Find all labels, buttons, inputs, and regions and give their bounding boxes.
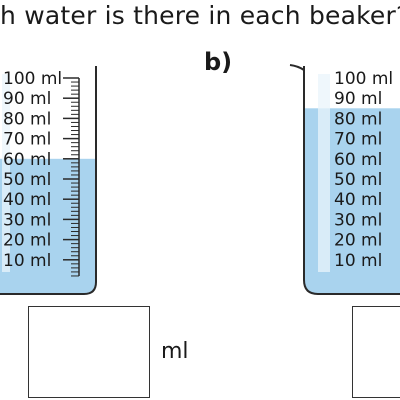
beaker-b-outline [303, 66, 400, 295]
beaker-b-highlight [318, 74, 330, 272]
beaker-a-highlight [2, 74, 10, 272]
beaker-a-tick-label: 80 ml [3, 109, 51, 129]
beaker-b-lip [289, 64, 305, 71]
beaker-a-tick-label: 70 ml [3, 130, 51, 150]
answer-box-b[interactable] [352, 306, 400, 398]
beaker-b-tick-label: 30 ml [334, 210, 382, 230]
beaker-a-tick-label: 30 ml [3, 210, 51, 230]
beaker-a-tick-label: 40 ml [3, 190, 51, 210]
beaker-b-tick-label: 80 ml [334, 109, 382, 129]
beaker-a-tick-label: 60 ml [3, 150, 51, 170]
beaker-b-tick-label: 60 ml [334, 150, 382, 170]
answer-box-a[interactable] [28, 306, 150, 398]
beaker-b-tick-label: 40 ml [334, 190, 382, 210]
beaker-a-tick-label: 10 ml [3, 251, 51, 271]
beaker-b-tick-label: 70 ml [334, 130, 382, 150]
question-text: h water is there in each beaker? [0, 1, 400, 30]
beaker-a-tick-label: 50 ml [3, 170, 51, 190]
beaker-b-tick-label: 90 ml [334, 89, 382, 109]
beaker-a-outline [0, 66, 97, 295]
beaker-b-tick-label: 10 ml [334, 251, 382, 271]
unit-label-a: ml [161, 339, 189, 364]
beaker-a-tick-label: 100 ml [3, 69, 62, 89]
beaker-a-water [0, 158, 96, 294]
beaker-a-tick-label: 20 ml [3, 231, 51, 251]
beaker-b-tick-label: 20 ml [334, 231, 382, 251]
beaker-b-tick-label: 100 ml [334, 69, 393, 89]
part-b-label: b) [204, 48, 233, 76]
beaker-a-tick-label: 90 ml [3, 89, 51, 109]
beaker-b-tick-label: 50 ml [334, 170, 382, 190]
